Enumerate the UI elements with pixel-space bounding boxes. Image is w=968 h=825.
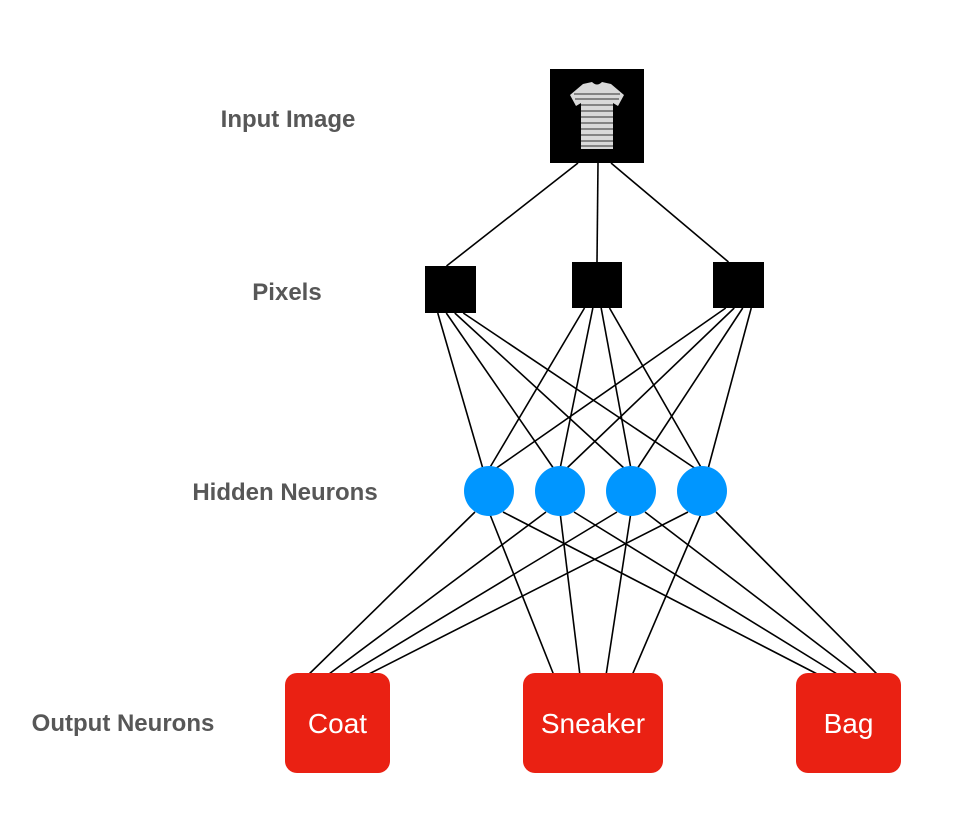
output-neuron-box — [796, 673, 901, 773]
hidden-neuron — [606, 466, 656, 516]
edge-hidden-to-output — [631, 511, 703, 676]
output-neuron-label: Coat — [308, 708, 367, 739]
edge-hidden-to-output — [502, 511, 820, 676]
label-input-image: Input Image — [221, 106, 356, 133]
input-image — [550, 69, 644, 163]
edge-pixel-to-hidden — [462, 312, 697, 470]
edge-pixel-to-hidden — [600, 307, 632, 470]
edge-hidden-to-output — [488, 511, 555, 676]
edge-pixel-to-hidden — [707, 307, 753, 470]
pixel-node — [425, 266, 476, 313]
edge-hidden-to-output — [573, 511, 840, 676]
edge-input-to-pixel — [610, 162, 730, 263]
edge-hidden-to-output — [715, 511, 879, 676]
output-neuron-coat: Coat — [285, 673, 390, 773]
output-layer: Coat Sneaker Bag — [285, 673, 901, 773]
label-hidden-neurons: Hidden Neurons — [192, 479, 377, 506]
edge-input-to-pixel — [596, 162, 599, 263]
edge-hidden-to-output — [559, 511, 581, 676]
hidden-neuron — [464, 466, 514, 516]
edge-pixel-to-hidden — [608, 307, 703, 470]
hidden-neuron — [535, 466, 585, 516]
pixel-node — [572, 262, 622, 308]
edge-hidden-to-output — [327, 511, 547, 676]
pixels-layer — [425, 262, 764, 313]
edge-input-to-pixel — [446, 162, 579, 267]
output-neuron-sneaker: Sneaker — [523, 673, 663, 773]
output-neuron-label: Bag — [824, 708, 874, 739]
pixel-node — [713, 262, 764, 308]
edge-pixel-to-hidden — [565, 307, 735, 470]
edge-pixel-to-hidden — [436, 312, 484, 470]
edges-group — [307, 162, 879, 676]
edge-pixel-to-hidden — [454, 312, 626, 470]
edge-pixel-to-hidden — [559, 307, 594, 470]
edge-pixel-to-hidden — [636, 307, 744, 470]
edge-hidden-to-output — [644, 511, 859, 676]
edge-hidden-to-output — [307, 511, 476, 676]
edge-hidden-to-output — [605, 511, 632, 676]
edge-pixel-to-hidden — [445, 312, 555, 470]
output-neuron-bag: Bag — [796, 673, 901, 773]
output-neuron-box — [285, 673, 390, 773]
label-output-neurons: Output Neurons — [32, 710, 215, 737]
output-neuron-label: Sneaker — [541, 708, 645, 739]
edge-pixel-to-hidden — [488, 307, 586, 470]
edge-hidden-to-output — [346, 511, 618, 676]
hidden-layer — [464, 466, 727, 516]
edge-pixel-to-hidden — [494, 307, 727, 470]
tshirt-icon — [570, 82, 624, 149]
edge-hidden-to-output — [366, 511, 689, 676]
hidden-neuron — [677, 466, 727, 516]
output-neuron-box — [523, 673, 663, 773]
label-pixels: Pixels — [252, 279, 321, 306]
